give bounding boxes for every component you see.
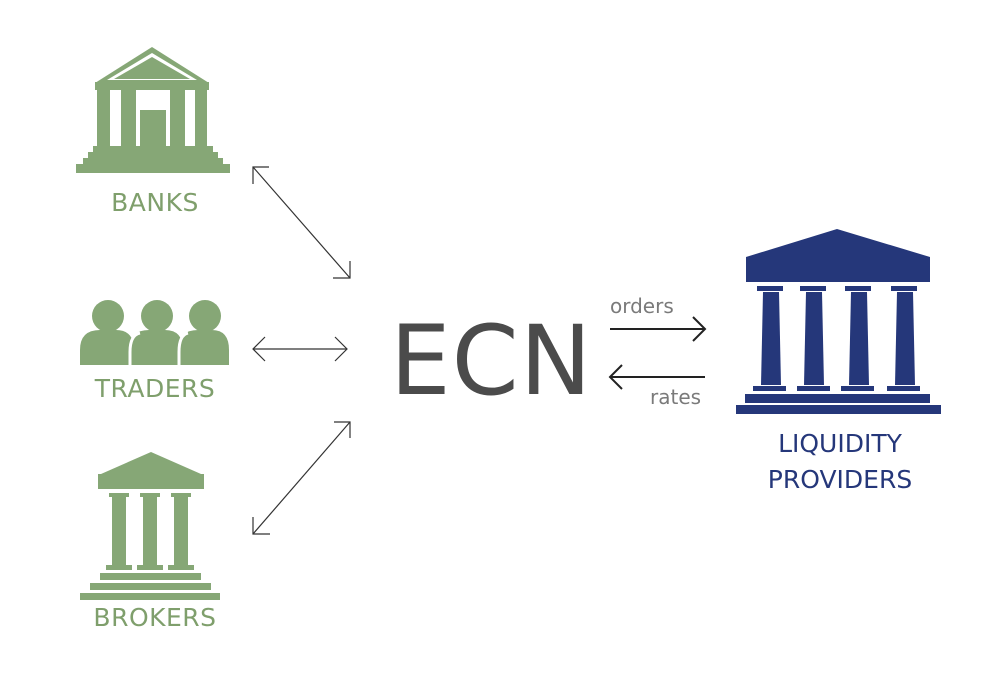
broker-building-icon	[80, 452, 220, 600]
provider-label-line1: LIQUIDITY	[778, 429, 902, 458]
banks-ecn-arrow	[252, 166, 351, 279]
rates-arrow	[608, 364, 705, 390]
people-group-icon	[80, 300, 229, 365]
traders-ecn-arrow	[252, 336, 348, 362]
orders-label: orders	[610, 294, 674, 318]
orders-arrow	[610, 316, 707, 342]
provider-label: LIQUIDITY PROVIDERS	[740, 426, 940, 498]
participant-label-brokers: BROKERS	[93, 603, 217, 632]
participant-label-banks: BANKS	[111, 188, 199, 217]
provider-label-line2: PROVIDERS	[767, 465, 913, 494]
bank-building-icon	[76, 47, 230, 173]
brokers-ecn-arrow	[252, 421, 351, 535]
participant-label-traders: TRADERS	[94, 374, 216, 403]
rates-label: rates	[650, 385, 702, 409]
provider-building-icon	[736, 229, 941, 414]
ecn-hub-label: ECN	[390, 305, 593, 417]
